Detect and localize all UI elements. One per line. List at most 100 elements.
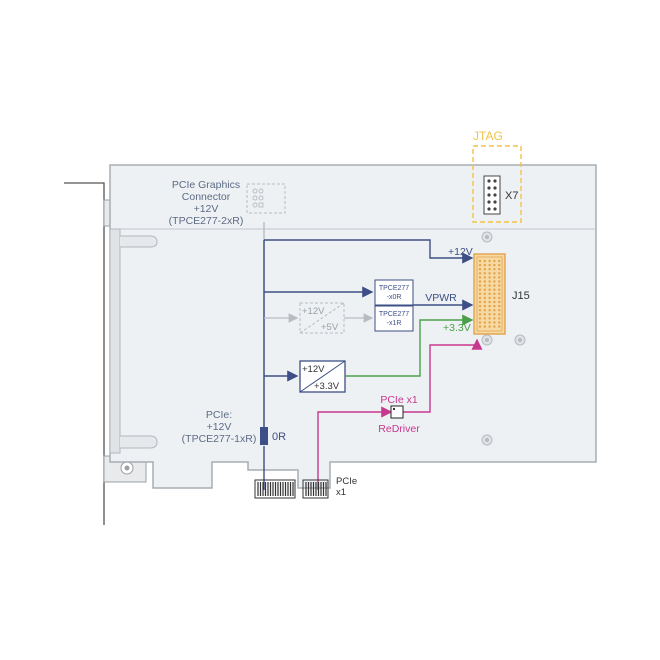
conv1-in-label: +12V	[302, 306, 325, 317]
j15-pin	[478, 325, 482, 328]
j15-pin	[483, 292, 486, 295]
gfx-label-4: (TPCE277-2xR)	[169, 215, 244, 227]
j15-pin	[498, 300, 501, 304]
j15-pin	[478, 304, 482, 308]
j15-pin	[493, 309, 496, 312]
x7-label: X7	[505, 190, 518, 202]
j15-pin	[483, 317, 486, 320]
tpce-x1r-1: TPCE277	[379, 311, 409, 318]
pcie-signal-path: PCIe x1 ReDriver	[317, 338, 483, 490]
j15-pin	[493, 321, 496, 324]
j15-pin	[488, 309, 491, 312]
j15-pin	[483, 276, 486, 279]
jtag-region: JTAG X7	[472, 129, 522, 223]
j15-pin	[483, 325, 486, 328]
j15-pin	[483, 280, 486, 283]
j15-pin	[488, 296, 491, 300]
j15-pin	[493, 280, 496, 283]
j15-pin	[488, 300, 491, 304]
j15-pin	[498, 259, 501, 263]
j15-pin	[493, 259, 496, 263]
redriver-label-2: ReDriver	[378, 423, 420, 435]
j15-pin	[478, 292, 482, 295]
j15-pin	[488, 321, 491, 324]
j15-pin	[488, 280, 491, 283]
j15-pin	[498, 296, 501, 300]
j15-pin	[493, 284, 496, 287]
pcb-board	[109, 164, 597, 489]
j15-pin	[488, 263, 491, 267]
j15-pin	[498, 325, 501, 328]
jtag-label: JTAG	[473, 129, 503, 143]
tpce277-selector: TPCE277 -x0R TPCE277 -x1R	[374, 279, 414, 332]
j15-pin	[478, 288, 482, 291]
j15-pin	[488, 284, 491, 287]
j15-pin	[483, 259, 486, 263]
j15-pin	[488, 259, 491, 263]
j15-pin	[488, 304, 491, 308]
tpce-x0r-1: TPCE277	[379, 285, 409, 292]
gfx-label-1: PCIe Graphics	[172, 179, 240, 191]
j15-pin	[478, 276, 482, 279]
j15-pin	[493, 272, 496, 275]
j15-pin	[483, 288, 486, 291]
j15-pin	[478, 259, 482, 263]
j15-pin	[478, 272, 482, 275]
j15-pin	[478, 284, 482, 287]
vpwr-label: VPWR	[425, 292, 457, 304]
j15-pin	[478, 309, 482, 312]
j15-pin	[478, 280, 482, 283]
j15-pin	[478, 313, 482, 316]
pcie-edge-connector: PCIe x1	[254, 476, 357, 499]
j15-pin	[493, 268, 496, 271]
j15-pin	[478, 268, 482, 271]
j15-label: J15	[512, 290, 530, 302]
j15-pin	[488, 313, 491, 316]
j15-pin	[498, 304, 501, 308]
j15-pin	[478, 263, 482, 267]
j15-pin	[498, 276, 501, 279]
j15-pin	[493, 296, 496, 300]
j15-pin	[488, 272, 491, 275]
gfx-label-3: +12V	[194, 203, 219, 215]
redriver-label-1: PCIe x1	[380, 394, 418, 406]
power-12v-bus	[263, 222, 474, 490]
conv2-out-label: +3.3V	[314, 381, 340, 392]
pcie-label-2: +12V	[207, 421, 232, 433]
j15-pin	[488, 325, 491, 328]
j15-pin	[488, 268, 491, 271]
j15-pin	[483, 313, 486, 316]
j15-pin	[498, 288, 501, 291]
zero-ohm-resistor: 0R	[260, 427, 286, 445]
j15-pin	[483, 284, 486, 287]
j15-pin	[498, 280, 501, 283]
vpwr-rail: VPWR +12V	[413, 246, 474, 311]
j15-pin	[483, 300, 486, 304]
rail-33v-label: +3.3V	[443, 322, 471, 334]
j15-pin	[488, 292, 491, 295]
tpce-x1r-2: -x1R	[387, 320, 402, 327]
j15-pin	[488, 288, 491, 291]
j15-pin	[493, 313, 496, 316]
j15-pin	[493, 300, 496, 304]
pcie-label-3: (TPCE277-1xR)	[182, 433, 257, 445]
conv2-in-label: +12V	[302, 364, 325, 375]
j15-pin	[493, 288, 496, 291]
j15-pin	[483, 321, 486, 324]
j15-pin	[483, 272, 486, 275]
conv1-out-label: +5V	[321, 322, 339, 333]
j15-pin	[493, 263, 496, 267]
j15-pin	[483, 304, 486, 308]
zero-r-label: 0R	[272, 431, 286, 443]
tpce-x0r-2: -x0R	[387, 294, 402, 301]
j15-pin	[498, 268, 501, 271]
pcie-graphics-connector: PCIe Graphics Connector +12V (TPCE277-2x…	[169, 179, 286, 227]
converter-12v-5v: +12V +5V	[264, 302, 374, 334]
gfx-label-2: Connector	[182, 191, 231, 203]
converter-12v-33v: +12V +3.3V	[299, 360, 346, 393]
j15-pin	[483, 268, 486, 271]
j15-pin	[498, 317, 501, 320]
j15-pin	[498, 272, 501, 275]
edge-label-2: x1	[336, 487, 346, 498]
edge-label-1: PCIe	[336, 476, 357, 487]
